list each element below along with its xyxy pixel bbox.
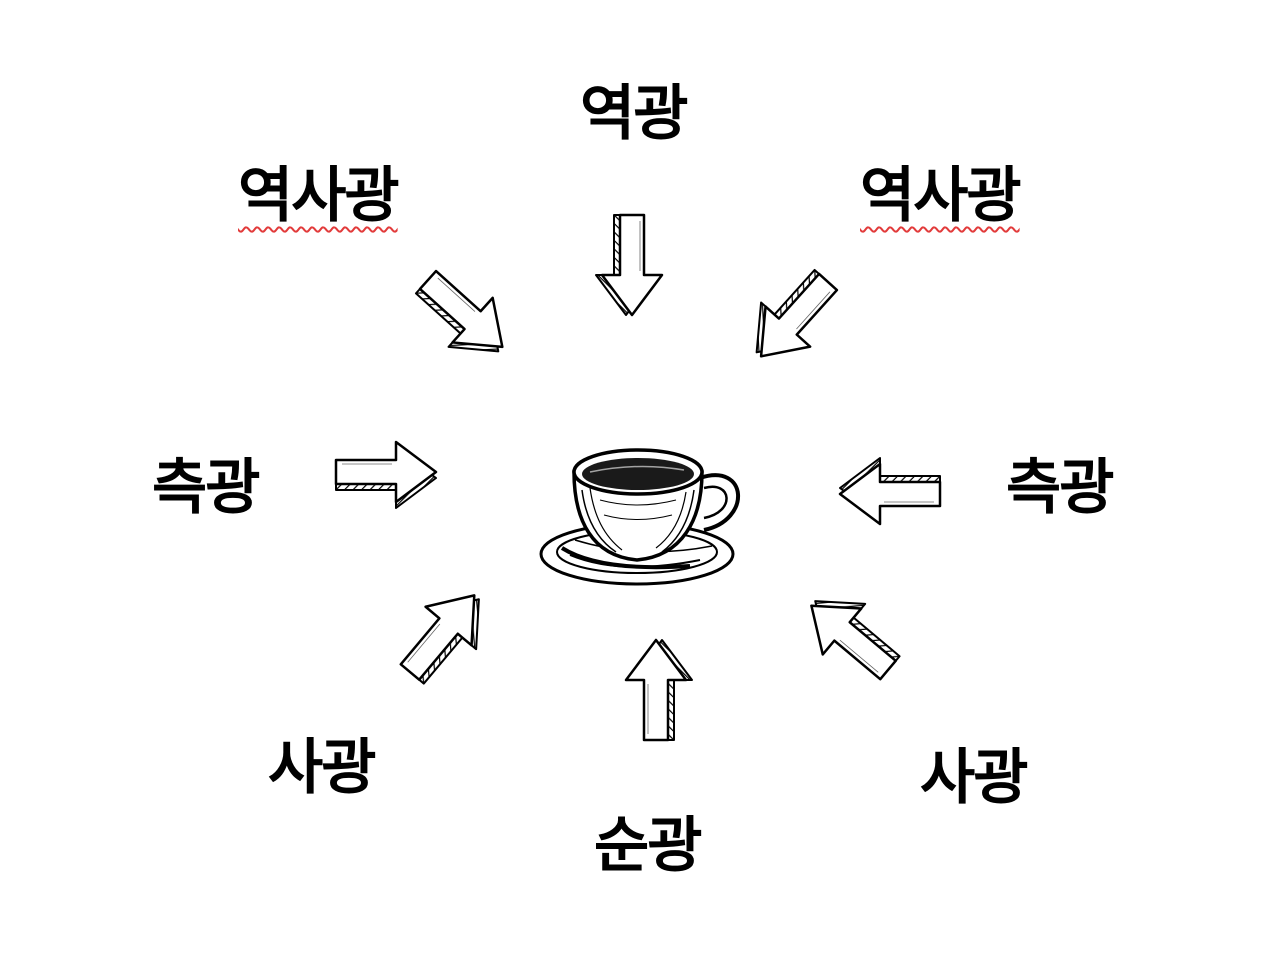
- label-backlight: 역광: [580, 79, 688, 149]
- arrow-icon: [838, 456, 942, 526]
- label-rim-light-left: 역사광: [238, 161, 400, 231]
- arrow-icon: [402, 256, 524, 375]
- coffee-cup-icon: [539, 448, 741, 586]
- arrow-icon: [385, 574, 504, 697]
- label-oblique-light-left: 사광: [268, 733, 376, 803]
- label-side-light-right: 측광: [1006, 453, 1114, 523]
- label-front-light: 순광: [594, 811, 702, 881]
- label-rim-light-right: 역사광: [860, 161, 1022, 231]
- arrow-icon: [624, 638, 694, 742]
- label-oblique-light-right: 사광: [920, 743, 1028, 813]
- arrow-icon: [733, 256, 852, 378]
- label-side-light-left: 측광: [152, 453, 260, 523]
- arrow-icon: [334, 440, 438, 510]
- arrow-icon: [594, 213, 664, 317]
- arrow-icon: [790, 576, 913, 695]
